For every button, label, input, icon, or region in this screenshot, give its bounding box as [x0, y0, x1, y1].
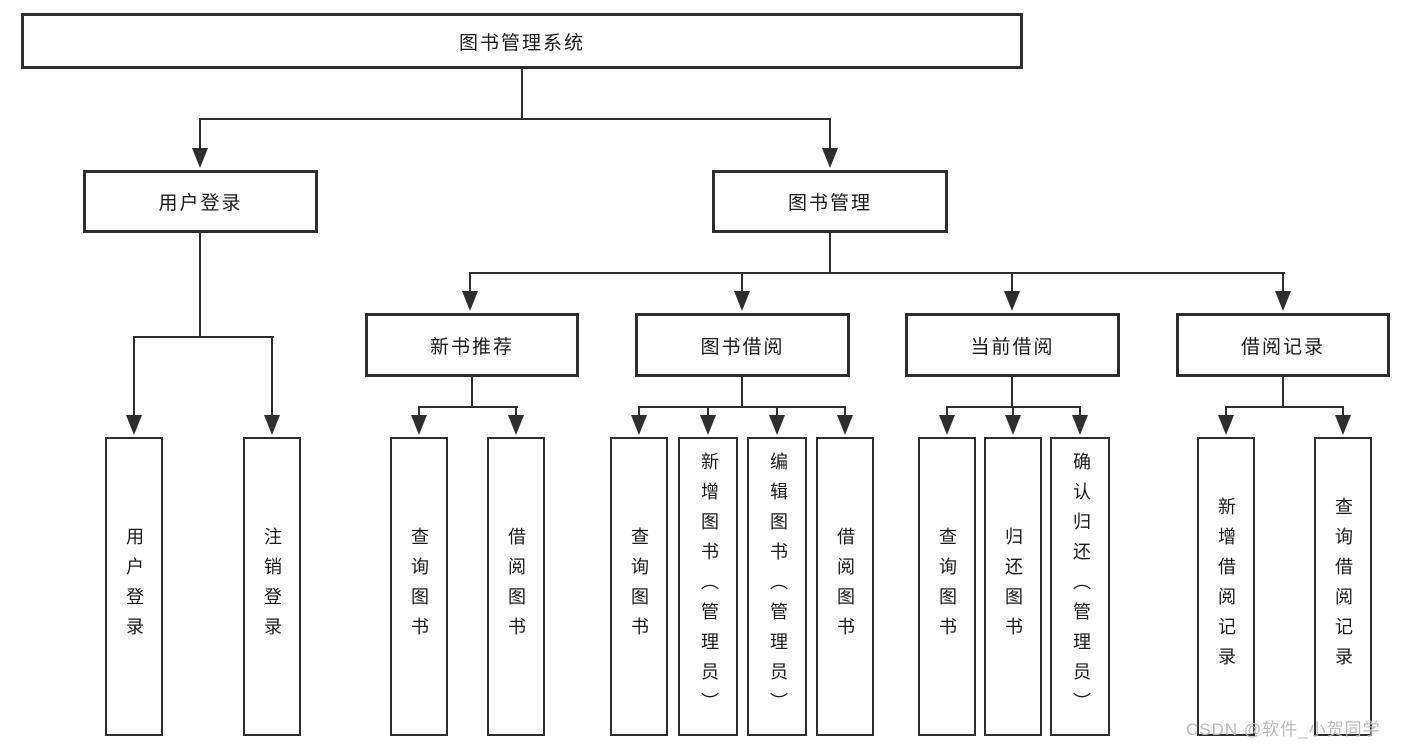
leaf-logout: 注销登录: [243, 437, 301, 736]
csdn-watermark: CSDN @软件_小贺同学: [1186, 720, 1381, 739]
leaf-query-book-1: 查询图书: [390, 437, 448, 736]
arrow-down-icon: [837, 415, 853, 435]
connector-line: [638, 406, 846, 408]
node-root: 图书管理系统: [21, 13, 1023, 69]
node-borrow-records: 借阅记录: [1176, 313, 1390, 377]
connector-line: [1342, 406, 1344, 418]
leaf-query-book-3: 查询图书: [918, 437, 976, 736]
connector-line: [469, 274, 471, 292]
arrow-down-icon: [192, 148, 208, 168]
connector-line: [829, 233, 831, 274]
connector-line: [271, 338, 273, 416]
leaf-return-book: 归还图书: [984, 437, 1042, 736]
connector-line: [776, 406, 778, 418]
node-user-login: 用户登录: [83, 170, 318, 233]
arrow-down-icon: [508, 415, 524, 435]
connector-line: [199, 120, 201, 150]
arrow-down-icon: [631, 415, 647, 435]
arrow-down-icon: [411, 415, 427, 435]
leaf-user-login: 用户登录: [105, 437, 163, 736]
connector-line: [1079, 406, 1081, 418]
connector-line: [471, 377, 473, 407]
connector-line: [1282, 377, 1284, 407]
leaf-confirm-return-admin: 确认归还（管理员）: [1050, 437, 1110, 736]
arrow-down-icon: [700, 415, 716, 435]
node-new-book-recommend: 新书推荐: [365, 313, 579, 377]
connector-line: [1282, 274, 1284, 292]
leaf-borrow-book-2: 借阅图书: [816, 437, 874, 736]
arrow-down-icon: [734, 291, 750, 311]
connector-line: [741, 377, 743, 407]
leaf-add-book-admin: 新增图书（管理员）: [678, 437, 738, 736]
connector-line: [741, 274, 743, 292]
connector-line: [199, 118, 831, 120]
arrow-down-icon: [264, 415, 280, 435]
arrow-down-icon: [822, 148, 838, 168]
connector-line: [469, 272, 1285, 274]
connector-line: [844, 406, 846, 418]
connector-line: [418, 406, 420, 418]
node-current-borrow: 当前借阅: [905, 313, 1120, 377]
node-book-borrow: 图书借阅: [635, 313, 850, 377]
arrow-down-icon: [462, 291, 478, 311]
node-book-management: 图书管理: [712, 170, 948, 233]
leaf-edit-book-admin: 编辑图书（管理员）: [747, 437, 807, 736]
arrow-down-icon: [769, 415, 785, 435]
arrow-down-icon: [126, 415, 142, 435]
arrow-down-icon: [1218, 415, 1234, 435]
connector-line: [133, 338, 135, 416]
arrow-down-icon: [1072, 415, 1088, 435]
arrow-down-icon: [1005, 415, 1021, 435]
connector-line: [1012, 406, 1014, 418]
arrow-down-icon: [1275, 291, 1291, 311]
connector-line: [1225, 406, 1344, 408]
connector-line: [1011, 377, 1013, 407]
connector-line: [1225, 406, 1227, 418]
connector-line: [515, 406, 517, 418]
leaf-query-borrow-record: 查询借阅记录: [1314, 437, 1372, 736]
arrow-down-icon: [1335, 415, 1351, 435]
connector-line: [418, 406, 518, 408]
arrow-down-icon: [939, 415, 955, 435]
connector-line: [946, 406, 948, 418]
connector-line: [707, 406, 709, 418]
leaf-query-book-2: 查询图书: [610, 437, 668, 736]
connector-line: [199, 233, 201, 338]
connector-line: [1011, 274, 1013, 292]
connector-line: [133, 336, 274, 338]
connector-line: [521, 68, 523, 119]
connector-line: [829, 120, 831, 150]
leaf-borrow-book-1: 借阅图书: [487, 437, 545, 736]
connector-line: [638, 406, 640, 418]
leaf-add-borrow-record: 新增借阅记录: [1197, 437, 1255, 736]
arrow-down-icon: [1004, 291, 1020, 311]
